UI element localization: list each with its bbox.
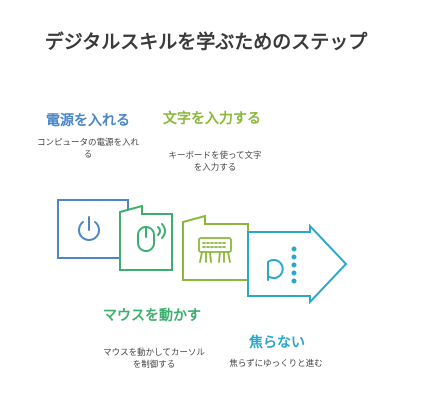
- page-title: デジタルスキルを学ぶためのステップ: [44, 31, 368, 53]
- step-1-panel: [57, 199, 129, 259]
- step-4-panel: [247, 223, 348, 305]
- keyboard-icon: [198, 237, 232, 263]
- step-1-desc: コンピュータの電源を入れる: [36, 138, 139, 160]
- step-2-desc: マウスを動かしてカーソルを制御する: [103, 348, 205, 370]
- step-1-title: 電源を入れる: [46, 113, 130, 129]
- step-2-title: マウスを動かす: [103, 308, 201, 324]
- tip-icon: [267, 246, 297, 284]
- mouse-icon: [137, 223, 166, 252]
- step-4-desc: 焦らずにゆっくりと進む: [229, 359, 323, 369]
- step-3-panel: [182, 214, 249, 281]
- step-3-title: 文字を入力する: [163, 111, 261, 127]
- power-icon: [78, 216, 100, 241]
- step-4-title: 焦らない: [249, 335, 305, 351]
- step-3-desc: キーボードを使って文字を入力する: [168, 151, 262, 173]
- step-2-panel: [119, 204, 173, 271]
